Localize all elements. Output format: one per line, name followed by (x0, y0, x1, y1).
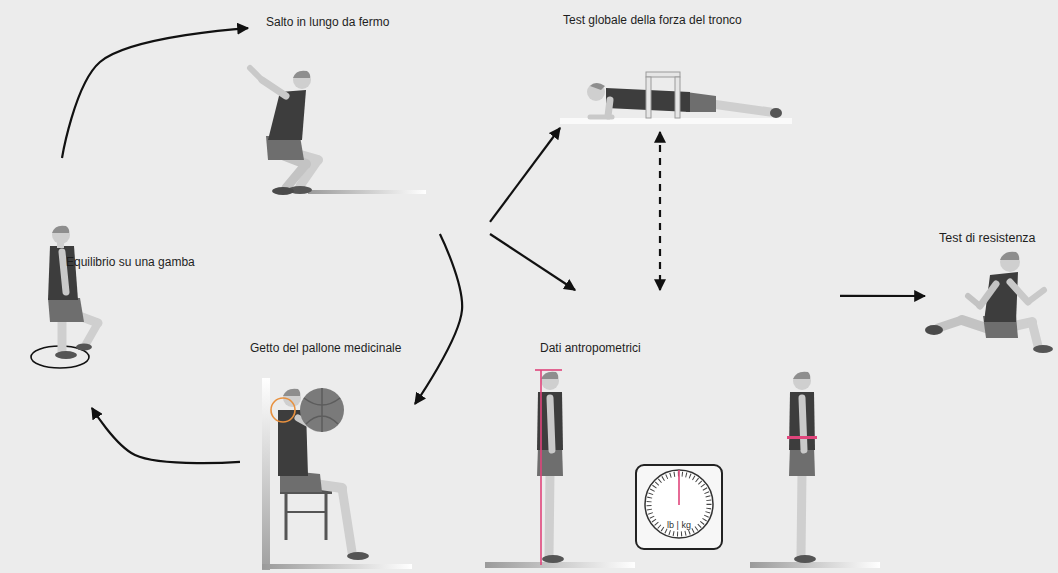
takeoff-line (308, 190, 426, 194)
head (293, 71, 311, 89)
station-throw: Getto del pallone medicinale (240, 340, 415, 570)
legs (801, 472, 802, 556)
height-figure (485, 370, 635, 568)
flow-arrow (415, 234, 462, 404)
frame-leg (646, 77, 651, 118)
scale-dial (645, 470, 713, 538)
station-jump: Salto in lungo da fermo (248, 14, 490, 234)
waist-band (787, 436, 817, 439)
plank-figure (560, 72, 792, 124)
station-anthropometry: Dati antropometrici (480, 290, 840, 570)
hair (541, 372, 558, 379)
shoe (272, 187, 294, 195)
floor (262, 564, 412, 569)
frame-leg (675, 77, 680, 118)
hair (293, 71, 310, 78)
hair (283, 389, 300, 396)
shoe (1033, 345, 1053, 353)
scale-body (636, 465, 722, 549)
jump-figure (250, 68, 426, 195)
hair (793, 372, 810, 379)
station-balance: Equilibrio su una gamba (28, 158, 198, 408)
chair-leg (285, 494, 288, 540)
scale-symbol (636, 465, 722, 549)
back-arm (980, 284, 996, 306)
head (541, 372, 559, 390)
shin (286, 164, 306, 188)
station-label: Getto del pallone medicinale (250, 342, 415, 356)
mat (560, 118, 792, 124)
arm (550, 398, 552, 450)
medicine-ball (300, 388, 344, 432)
station-label: Salto in lungo da fermo (266, 16, 490, 30)
station-label: Test di resistenza (939, 231, 1058, 245)
shoe (55, 351, 77, 359)
head (587, 83, 605, 101)
shoe (794, 555, 816, 563)
station-label: Dati antropometrici (540, 342, 840, 356)
front-forearm (1028, 290, 1044, 302)
shoe (770, 108, 782, 118)
flow-arrow (92, 408, 240, 463)
front-arm (1010, 282, 1028, 302)
back-forearm (968, 296, 980, 306)
dashed-arrow (659, 132, 661, 290)
waist-figure (750, 372, 880, 568)
legs (712, 104, 770, 112)
hair (1000, 252, 1019, 260)
shorts (48, 298, 84, 322)
flow-arrow (490, 234, 575, 290)
shirt (48, 246, 78, 300)
chair-bar (286, 511, 326, 513)
shoe (925, 325, 943, 335)
station-endurance: Test di resistenza (925, 228, 1058, 338)
shorts (686, 92, 716, 112)
front-shin (1032, 322, 1038, 346)
head (793, 372, 811, 390)
arm (608, 100, 610, 116)
raised-shin (86, 323, 98, 344)
floor (485, 562, 635, 568)
throw-figure (262, 378, 412, 570)
flow-arrow (490, 128, 560, 222)
wall (262, 378, 270, 570)
ball-seams (304, 388, 340, 432)
balance-figure (31, 226, 98, 368)
height-mark (535, 369, 562, 371)
height-rule (540, 370, 542, 565)
legs (549, 472, 550, 556)
flow-arrow (62, 28, 248, 158)
shin (342, 488, 352, 552)
hair (52, 226, 69, 233)
flow-arrow (840, 295, 925, 297)
shoe (76, 344, 92, 351)
shoe (347, 552, 369, 560)
scale-needle (678, 470, 680, 505)
shoe (542, 555, 564, 563)
chair-leg (325, 494, 328, 540)
arm (802, 398, 804, 450)
runner-figure (925, 252, 1053, 353)
shoulder-marker (271, 398, 295, 422)
arm (262, 80, 286, 96)
hair (590, 83, 605, 90)
frame-bar (646, 72, 680, 77)
head (1000, 252, 1020, 272)
station-core: Test globale della forza del tronco (560, 10, 795, 132)
standing-leg (58, 318, 67, 352)
head (52, 226, 70, 244)
station-label: Test globale della forza del tronco (563, 14, 795, 28)
back-shin (938, 320, 962, 328)
station-label: Equilibrio su una gamba (66, 256, 198, 270)
unit-label: lb | kg (644, 521, 714, 530)
shirt (789, 392, 815, 450)
forearm (590, 115, 612, 120)
arm (62, 252, 66, 292)
forearm (250, 68, 262, 80)
floor (750, 562, 880, 568)
